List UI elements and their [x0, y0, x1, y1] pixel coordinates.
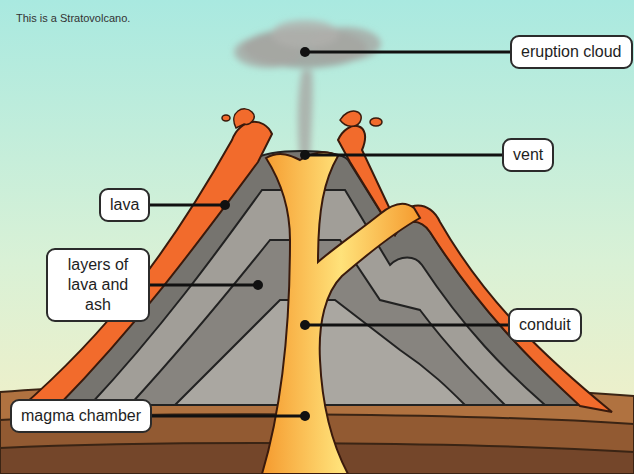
leader-line [305, 51, 510, 54]
leader-dot [253, 280, 263, 290]
leader-dot [300, 150, 310, 160]
leader-dot [300, 47, 310, 57]
leader-line [305, 154, 502, 157]
label-box: conduit [508, 308, 582, 342]
label-text: layers of lava and ash [57, 255, 139, 315]
lava-splash [340, 111, 361, 126]
label-box: eruption cloud [510, 35, 633, 69]
lava-flow [338, 126, 612, 412]
lava-splash [234, 109, 254, 128]
lava-flow [18, 122, 272, 410]
leader-dot [300, 411, 310, 421]
label-text: lava [110, 195, 139, 215]
label-text: vent [513, 145, 543, 165]
lava-splash [370, 118, 382, 126]
leader-lines [150, 52, 510, 416]
label-text: eruption cloud [521, 42, 622, 62]
leader-line [152, 415, 305, 418]
lava-splash [222, 115, 230, 121]
leader-dots [220, 47, 310, 421]
label-text: magma chamber [21, 406, 141, 426]
conduit-magma [262, 152, 420, 474]
label-box: layers of lava and ash [46, 248, 150, 322]
leader-dot [300, 320, 310, 330]
label-text: conduit [519, 315, 571, 335]
leader-line [305, 324, 508, 327]
diagram-title: This is a Stratovolcano. [16, 12, 130, 24]
label-box: vent [502, 138, 554, 172]
label-box: magma chamber [10, 399, 152, 433]
leader-line [150, 284, 258, 287]
leader-dot [220, 200, 230, 210]
label-box: lava [99, 188, 150, 222]
leader-line [150, 204, 225, 207]
